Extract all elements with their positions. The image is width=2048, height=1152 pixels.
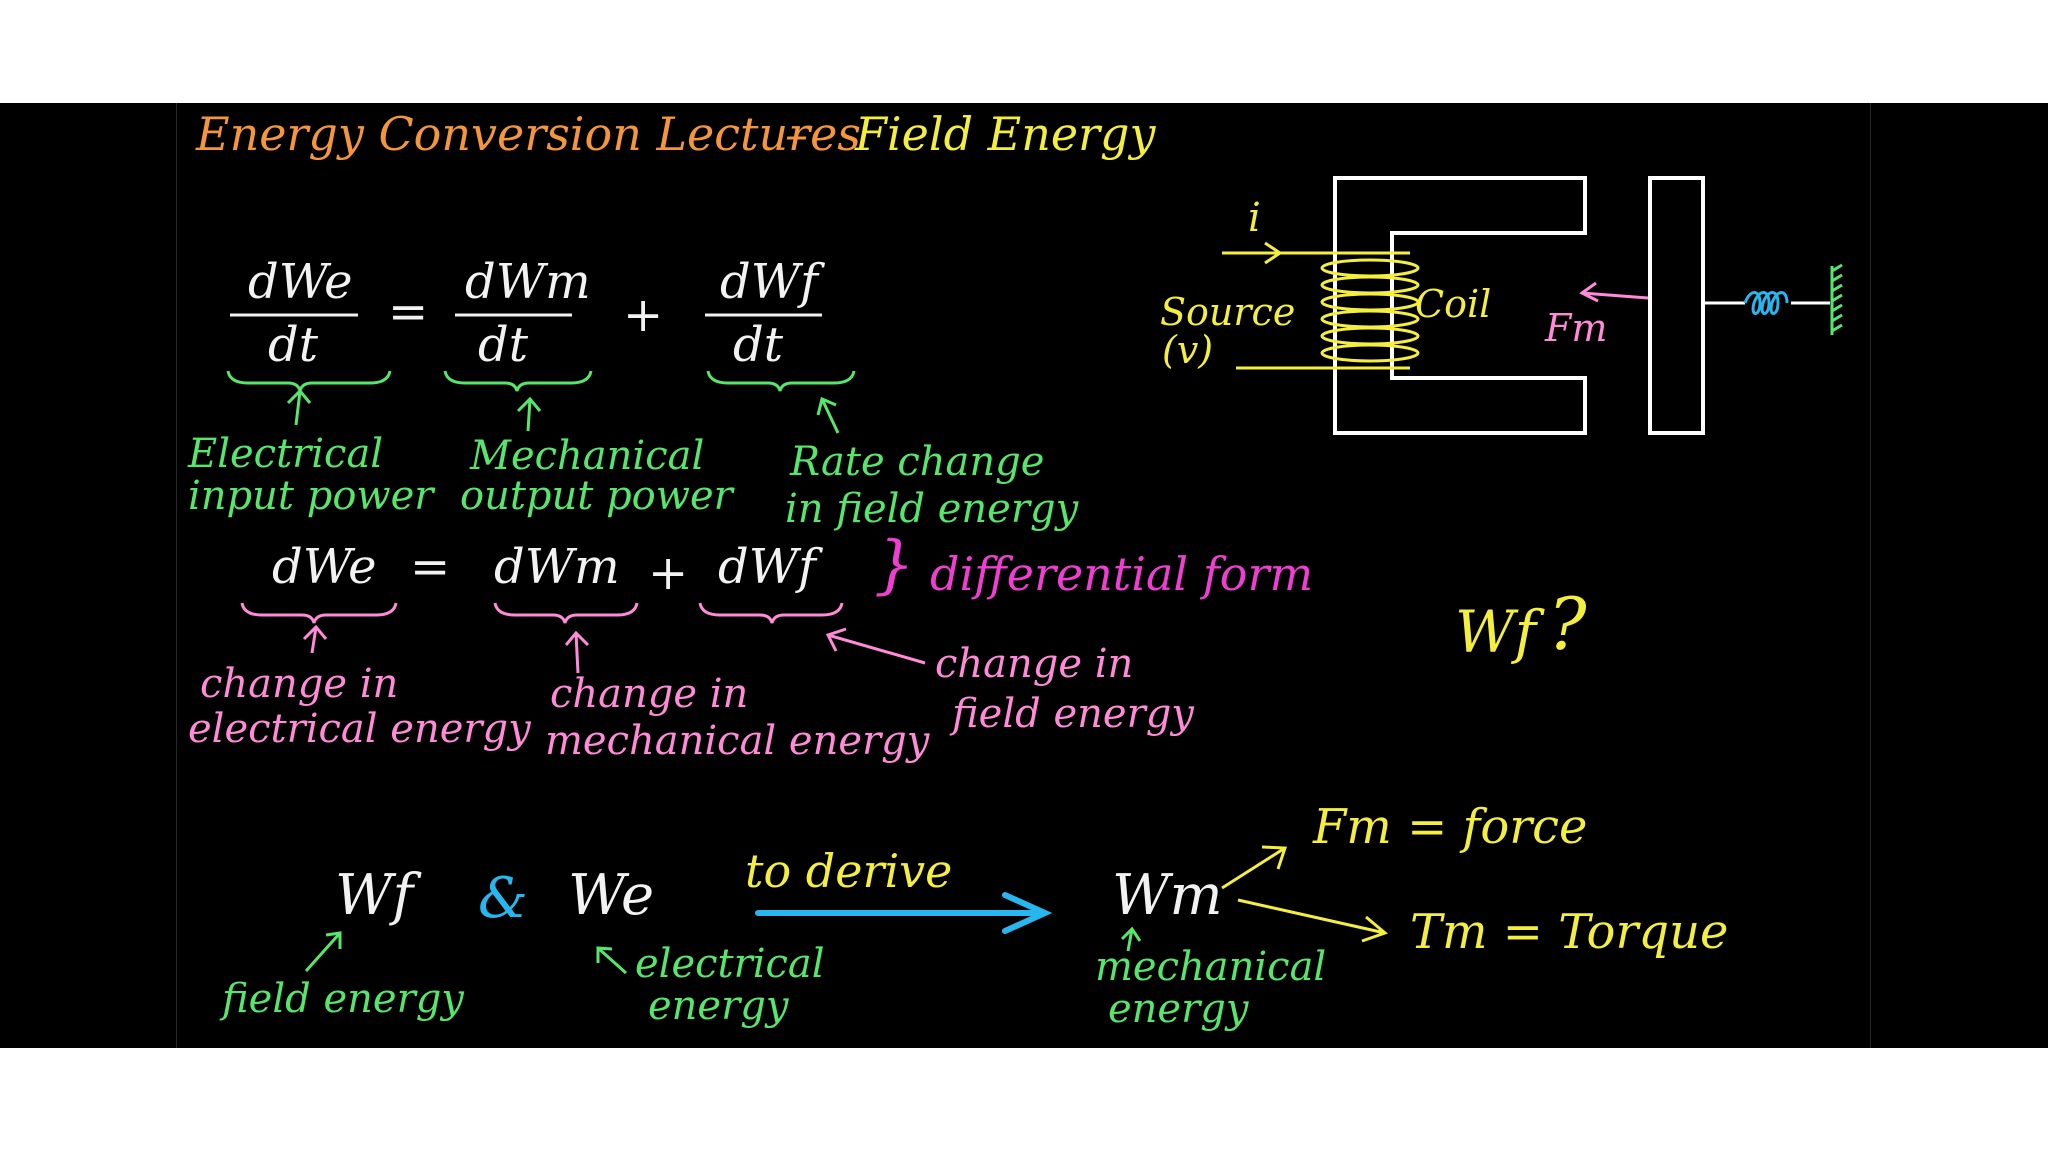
force-fm-label: Fm <box>1545 306 1608 350</box>
eq2-brace: } <box>874 528 915 602</box>
eq2-arrow-m <box>564 630 590 674</box>
left-margin-line <box>176 103 177 1048</box>
current-label: i <box>1248 195 1261 241</box>
title-left: Energy Conversion Lectures <box>196 107 861 161</box>
magnetic-core <box>1333 176 1587 435</box>
bottom-ampersand: & <box>478 866 528 931</box>
eq1-dwe-denominator: dt <box>268 317 319 373</box>
label-electrical-energy-2: energy <box>648 983 789 1029</box>
to-derive-label: to derive <box>745 844 953 898</box>
ground-wall <box>1830 263 1843 335</box>
wf-question-mark: ? <box>1548 582 1587 666</box>
arrow-electrical-energy <box>596 946 627 975</box>
bottom-wm: Wm <box>1112 863 1223 928</box>
eq1-label-mechanical-1: Mechanical <box>470 433 705 479</box>
eq1-dwm-denominator: dt <box>478 317 529 373</box>
board-drawings <box>226 176 1843 975</box>
eq1-arrow-f <box>816 396 840 434</box>
right-margin-line <box>1870 103 1871 1048</box>
eq1-label-field-1: Rate change <box>790 439 1045 485</box>
eq1-underbrace-m <box>443 370 593 392</box>
eq2-label-electrical-2: electrical energy <box>188 706 531 752</box>
label-mechanical-energy-2: energy <box>1108 986 1249 1032</box>
eq2-arrow-f <box>825 627 926 665</box>
arrow-to-force <box>1221 845 1288 890</box>
wf-question-symbol: Wf <box>1455 598 1537 666</box>
armature-bar <box>1648 176 1705 435</box>
tm-equals-torque: Tm = Torque <box>1410 904 1729 960</box>
current-arrow <box>1262 241 1283 265</box>
eq2-label-electrical-1: change in <box>200 661 399 707</box>
eq1-label-field-2: in field energy <box>785 486 1079 532</box>
eq2-underbrace-e <box>240 602 398 624</box>
eq2-dwm: dWm <box>494 539 620 595</box>
eq2-underbrace-m <box>493 602 639 624</box>
eq1-label-electrical-2: input power <box>188 473 434 519</box>
eq1-label-electrical-1: Electrical <box>188 431 384 477</box>
blackboard: Energy Conversion Lectures – Field Energ… <box>0 103 2048 1048</box>
eq1-arrow-e <box>286 388 312 426</box>
eq1-equals: = <box>388 284 429 340</box>
eq1-dwf-denominator: dt <box>733 317 784 373</box>
force-arrow <box>1579 281 1649 303</box>
bottom-we: We <box>568 863 655 928</box>
title-right: Field Energy <box>855 107 1156 161</box>
eq2-underbrace-f <box>698 602 844 624</box>
eq1-dwf-numerator: dWf <box>720 254 818 310</box>
bottom-wf: Wf <box>335 863 414 928</box>
coil-windings <box>1320 258 1420 363</box>
arrow-to-torque <box>1237 898 1388 943</box>
arrow-field-energy <box>304 931 342 973</box>
eq2-dwf: dWf <box>718 539 816 595</box>
eq1-dwm-numerator: dWm <box>465 254 591 310</box>
eq2-arrow-e <box>302 624 328 654</box>
eq1-underbrace-f <box>706 370 856 392</box>
eq1-dwe-numerator: dWe <box>248 254 353 310</box>
label-mechanical-energy-1: mechanical <box>1095 944 1327 990</box>
eq2-equals: = <box>410 539 451 595</box>
source-label-2: (v) <box>1162 328 1214 372</box>
eq1-plus: + <box>623 287 664 343</box>
eq2-label-field-2: field energy <box>952 691 1194 737</box>
arrow-mechanical-energy <box>1120 926 1142 952</box>
source-label-1: Source <box>1160 290 1296 334</box>
coil-label: Coil <box>1415 282 1492 326</box>
fm-equals-force: Fm = force <box>1313 799 1588 855</box>
spring-coils <box>1743 291 1789 315</box>
eq2-label-field-1: change in <box>935 641 1134 687</box>
label-field-energy: field energy <box>222 976 464 1022</box>
label-electrical-energy-1: electrical <box>635 941 825 987</box>
eq2-label-mechanical-1: change in <box>550 671 749 717</box>
differential-form-label: differential form <box>930 547 1314 601</box>
eq2-dwe: dWe <box>272 539 377 595</box>
eq2-label-mechanical-2: mechanical energy <box>545 718 930 764</box>
to-derive-arrow <box>755 892 1053 934</box>
eq2-plus: + <box>648 545 689 601</box>
title-dash: – <box>785 107 808 161</box>
eq1-underbrace-e <box>226 370 392 392</box>
eq1-label-mechanical-2: output power <box>460 473 733 519</box>
eq1-arrow-m <box>516 396 542 432</box>
